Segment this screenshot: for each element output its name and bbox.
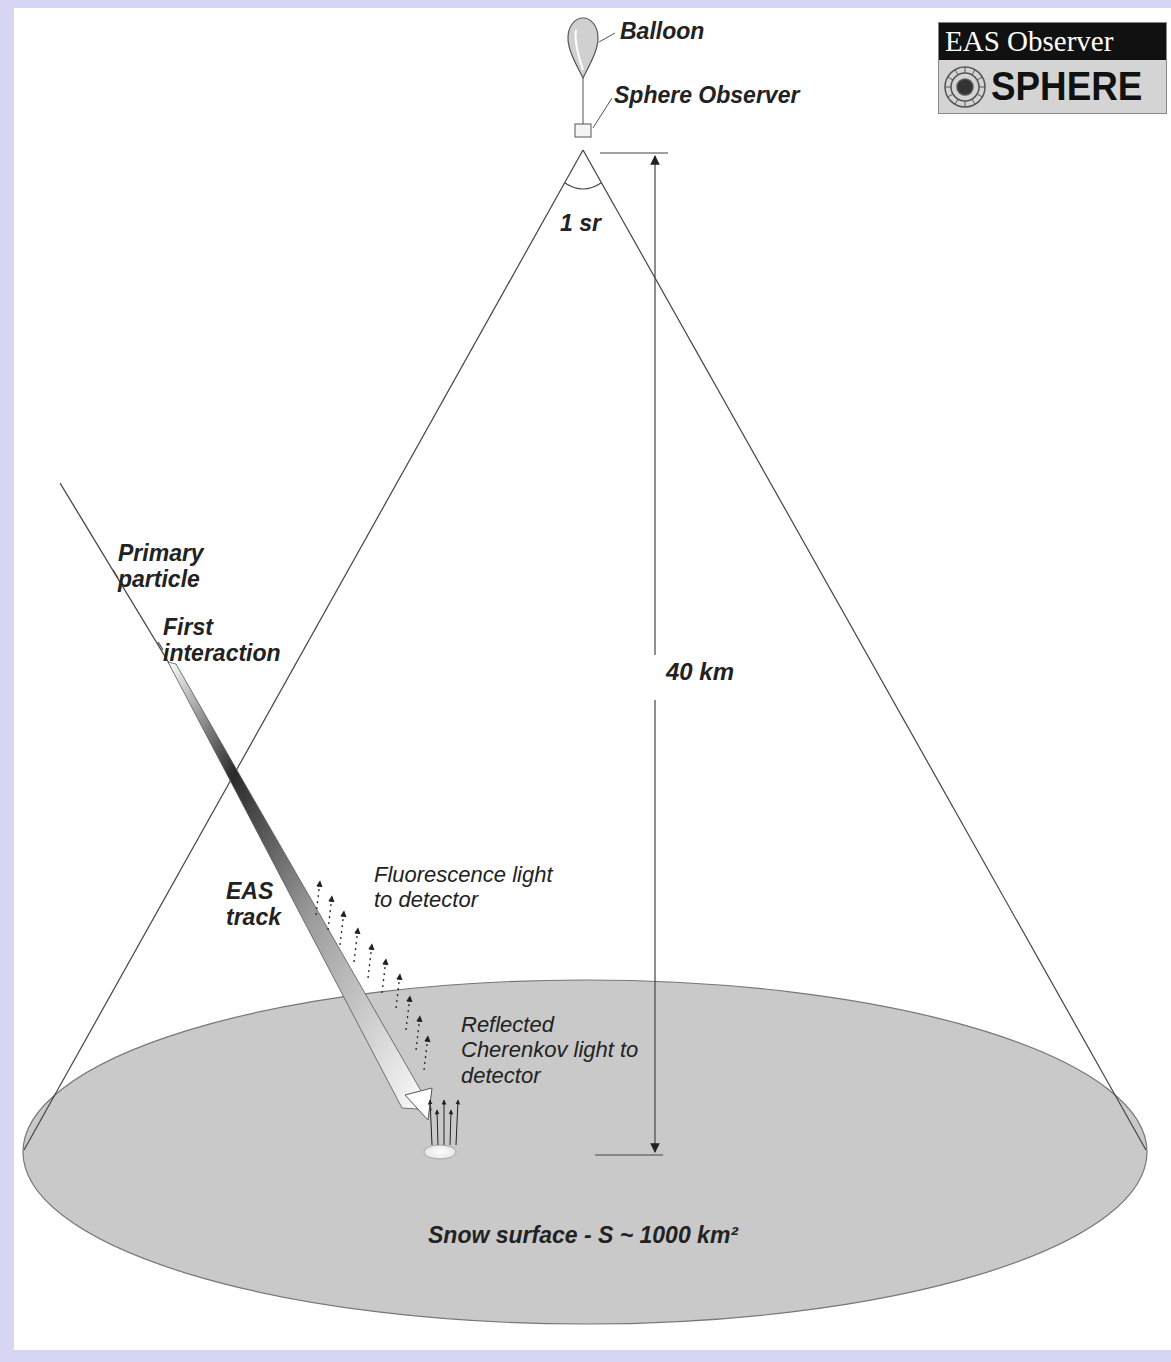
fluorescence-arrow [354,928,358,962]
dimension-tick [595,1154,663,1155]
logo-box: EAS ObserverSPHERE [938,22,1167,114]
dimension-tick [600,152,668,153]
leader-line [599,33,615,42]
angle-label: 1 sr [560,210,620,236]
cherenkov-arrow [450,1110,451,1145]
dimension-label: 40 km [666,658,756,686]
fluorescence-arrow [316,881,320,915]
part-label: Reflected Cherenkov light to detector [461,1012,661,1088]
caption-label: Snow surface - S ~ 1000 km² [428,1222,788,1248]
fluorescence-arrow [424,1036,428,1070]
part-label: First interaction [163,614,308,667]
cherenkov-arrow [430,1100,432,1145]
fluorescence-arrow [368,944,372,978]
fluorescence-arrow [396,974,400,1008]
leader-tick [113,570,118,578]
cherenkov-arrow [456,1100,458,1145]
dimension-line [654,156,655,655]
part-label: EAS track [226,878,306,931]
fluorescence-arrow [406,996,410,1030]
part-label: Balloon [620,18,740,44]
cone-edge [24,150,583,1150]
leader-tick [158,642,163,650]
cherenkov-arrows [430,1100,458,1145]
fluorescence-arrow [328,896,332,930]
balloon-highlight [575,30,583,70]
track-arrowhead [405,1088,432,1120]
fluorescence-arrow [416,1016,420,1050]
logo-band: SPHERE [939,60,1166,113]
fluorescence-arrow [340,911,344,945]
cherenkov-arrow [444,1100,445,1145]
tether [583,78,584,124]
part-label: Fluorescence light to detector [374,862,574,913]
balloon [568,18,598,78]
snow-surface [23,980,1147,1324]
fluorescence-arrow [382,959,386,993]
cherenkov-spot [424,1145,456,1159]
cone-edge [583,150,1146,1150]
logo-name: SPHERE [991,64,1142,109]
part-label: Primary particle [118,540,228,593]
dimension-line [654,700,655,1152]
cherenkov-arrow [437,1110,438,1145]
angle-arc [565,183,601,189]
part-label: Sphere Observer [614,82,834,108]
leader-line [593,98,612,128]
sphere-observer-box [575,124,591,137]
logo-emblem [943,65,987,109]
logo-title: EAS Observer [939,23,1166,60]
